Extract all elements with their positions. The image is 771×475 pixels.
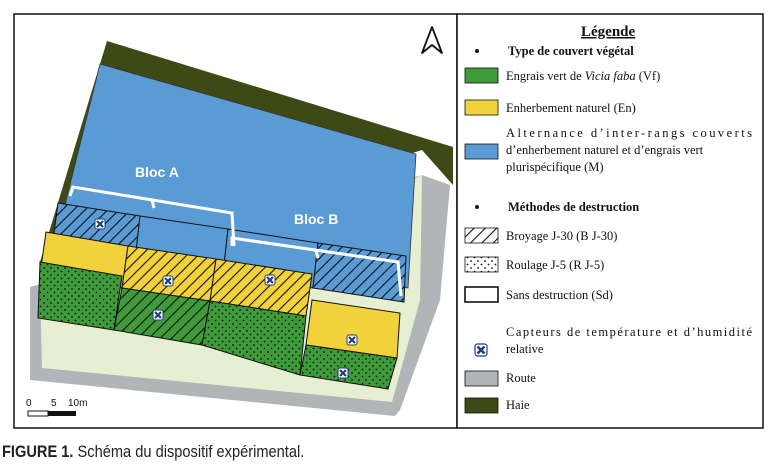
scale-label-5: 5 <box>51 398 57 409</box>
sensor-icon <box>94 218 106 230</box>
legend-title: Légende <box>581 24 636 40</box>
legend-label-roulage: Roulage J-5 (R J-5) <box>506 258 604 272</box>
legend-section-cover: Type de couvert végétal <box>508 44 634 58</box>
plot-7-broyage <box>210 259 312 316</box>
bloc-a-bracket-tick <box>150 199 156 209</box>
legend-swatch-haie <box>464 397 499 414</box>
sensor-icon <box>264 274 276 286</box>
legend-frame <box>456 13 764 429</box>
bullet-icon <box>475 205 479 209</box>
scale-bar: 0 5 10m <box>26 398 87 417</box>
bloc-b-bracket-tick <box>314 250 320 259</box>
bloc-b-label: Bloc B <box>294 211 338 227</box>
bloc-a-label: Bloc A <box>135 164 179 180</box>
north-arrow-icon <box>421 26 443 54</box>
legend-label-broyage: Broyage J-30 (B J-30) <box>506 229 617 243</box>
legend-swatch-en <box>464 99 499 116</box>
sensor-icon <box>152 309 164 321</box>
sensor-icon <box>337 367 349 379</box>
legend-swatch-sans <box>464 286 499 303</box>
legend-label-m-3: plurispécifique (M) <box>506 160 604 174</box>
plot-4-broyage <box>313 243 406 302</box>
legend-label-capteurs-2: relative <box>506 342 544 356</box>
bullet-icon <box>475 49 479 53</box>
legend-swatch-m <box>464 143 499 160</box>
legend-swatch-broyage <box>464 227 499 244</box>
plot-12-roulage <box>300 345 397 389</box>
legend-label-haie: Haie <box>506 398 530 412</box>
legend-label-en: Enherbement naturel (En) <box>506 101 636 115</box>
sensor-markers <box>94 218 358 379</box>
legend-swatch-roulage <box>464 256 499 273</box>
scale-label-10m: 10m <box>68 398 87 409</box>
sensor-icon <box>162 275 174 287</box>
figure-caption-text: Schéma du dispositif expérimental. <box>73 442 305 461</box>
figure-caption: FIGURE 1. Schéma du dispositif expérimen… <box>2 442 304 462</box>
scale-label-0: 0 <box>26 398 32 409</box>
plot-11-roulage <box>202 301 306 375</box>
legend-label-vf: Engrais vert de Vicia faba (Vf) <box>506 69 660 83</box>
legend-swatch-vf <box>464 67 499 84</box>
sensor-icon <box>474 343 488 357</box>
legend-label-route: Route <box>506 371 536 385</box>
map-area: Bloc A Bloc B <box>30 41 453 416</box>
legend-label-capteurs-1: Capteurs de température et d’humidité <box>506 325 752 339</box>
legend-label-m-2: d’enherbement naturel et d’engrais vert <box>506 143 704 157</box>
treatment-plots <box>37 202 407 390</box>
plot-6-broyage <box>122 246 216 301</box>
figure-number: FIGURE 1. <box>2 442 74 461</box>
legend-swatch-route <box>464 370 499 387</box>
bloc-b-bracket <box>230 236 403 297</box>
legend-section-destruction: Méthodes de destruction <box>508 200 639 214</box>
legend-label-sans: Sans destruction (Sd) <box>506 288 613 302</box>
sensor-icon <box>346 334 358 346</box>
plot-9-roulage <box>38 262 122 330</box>
